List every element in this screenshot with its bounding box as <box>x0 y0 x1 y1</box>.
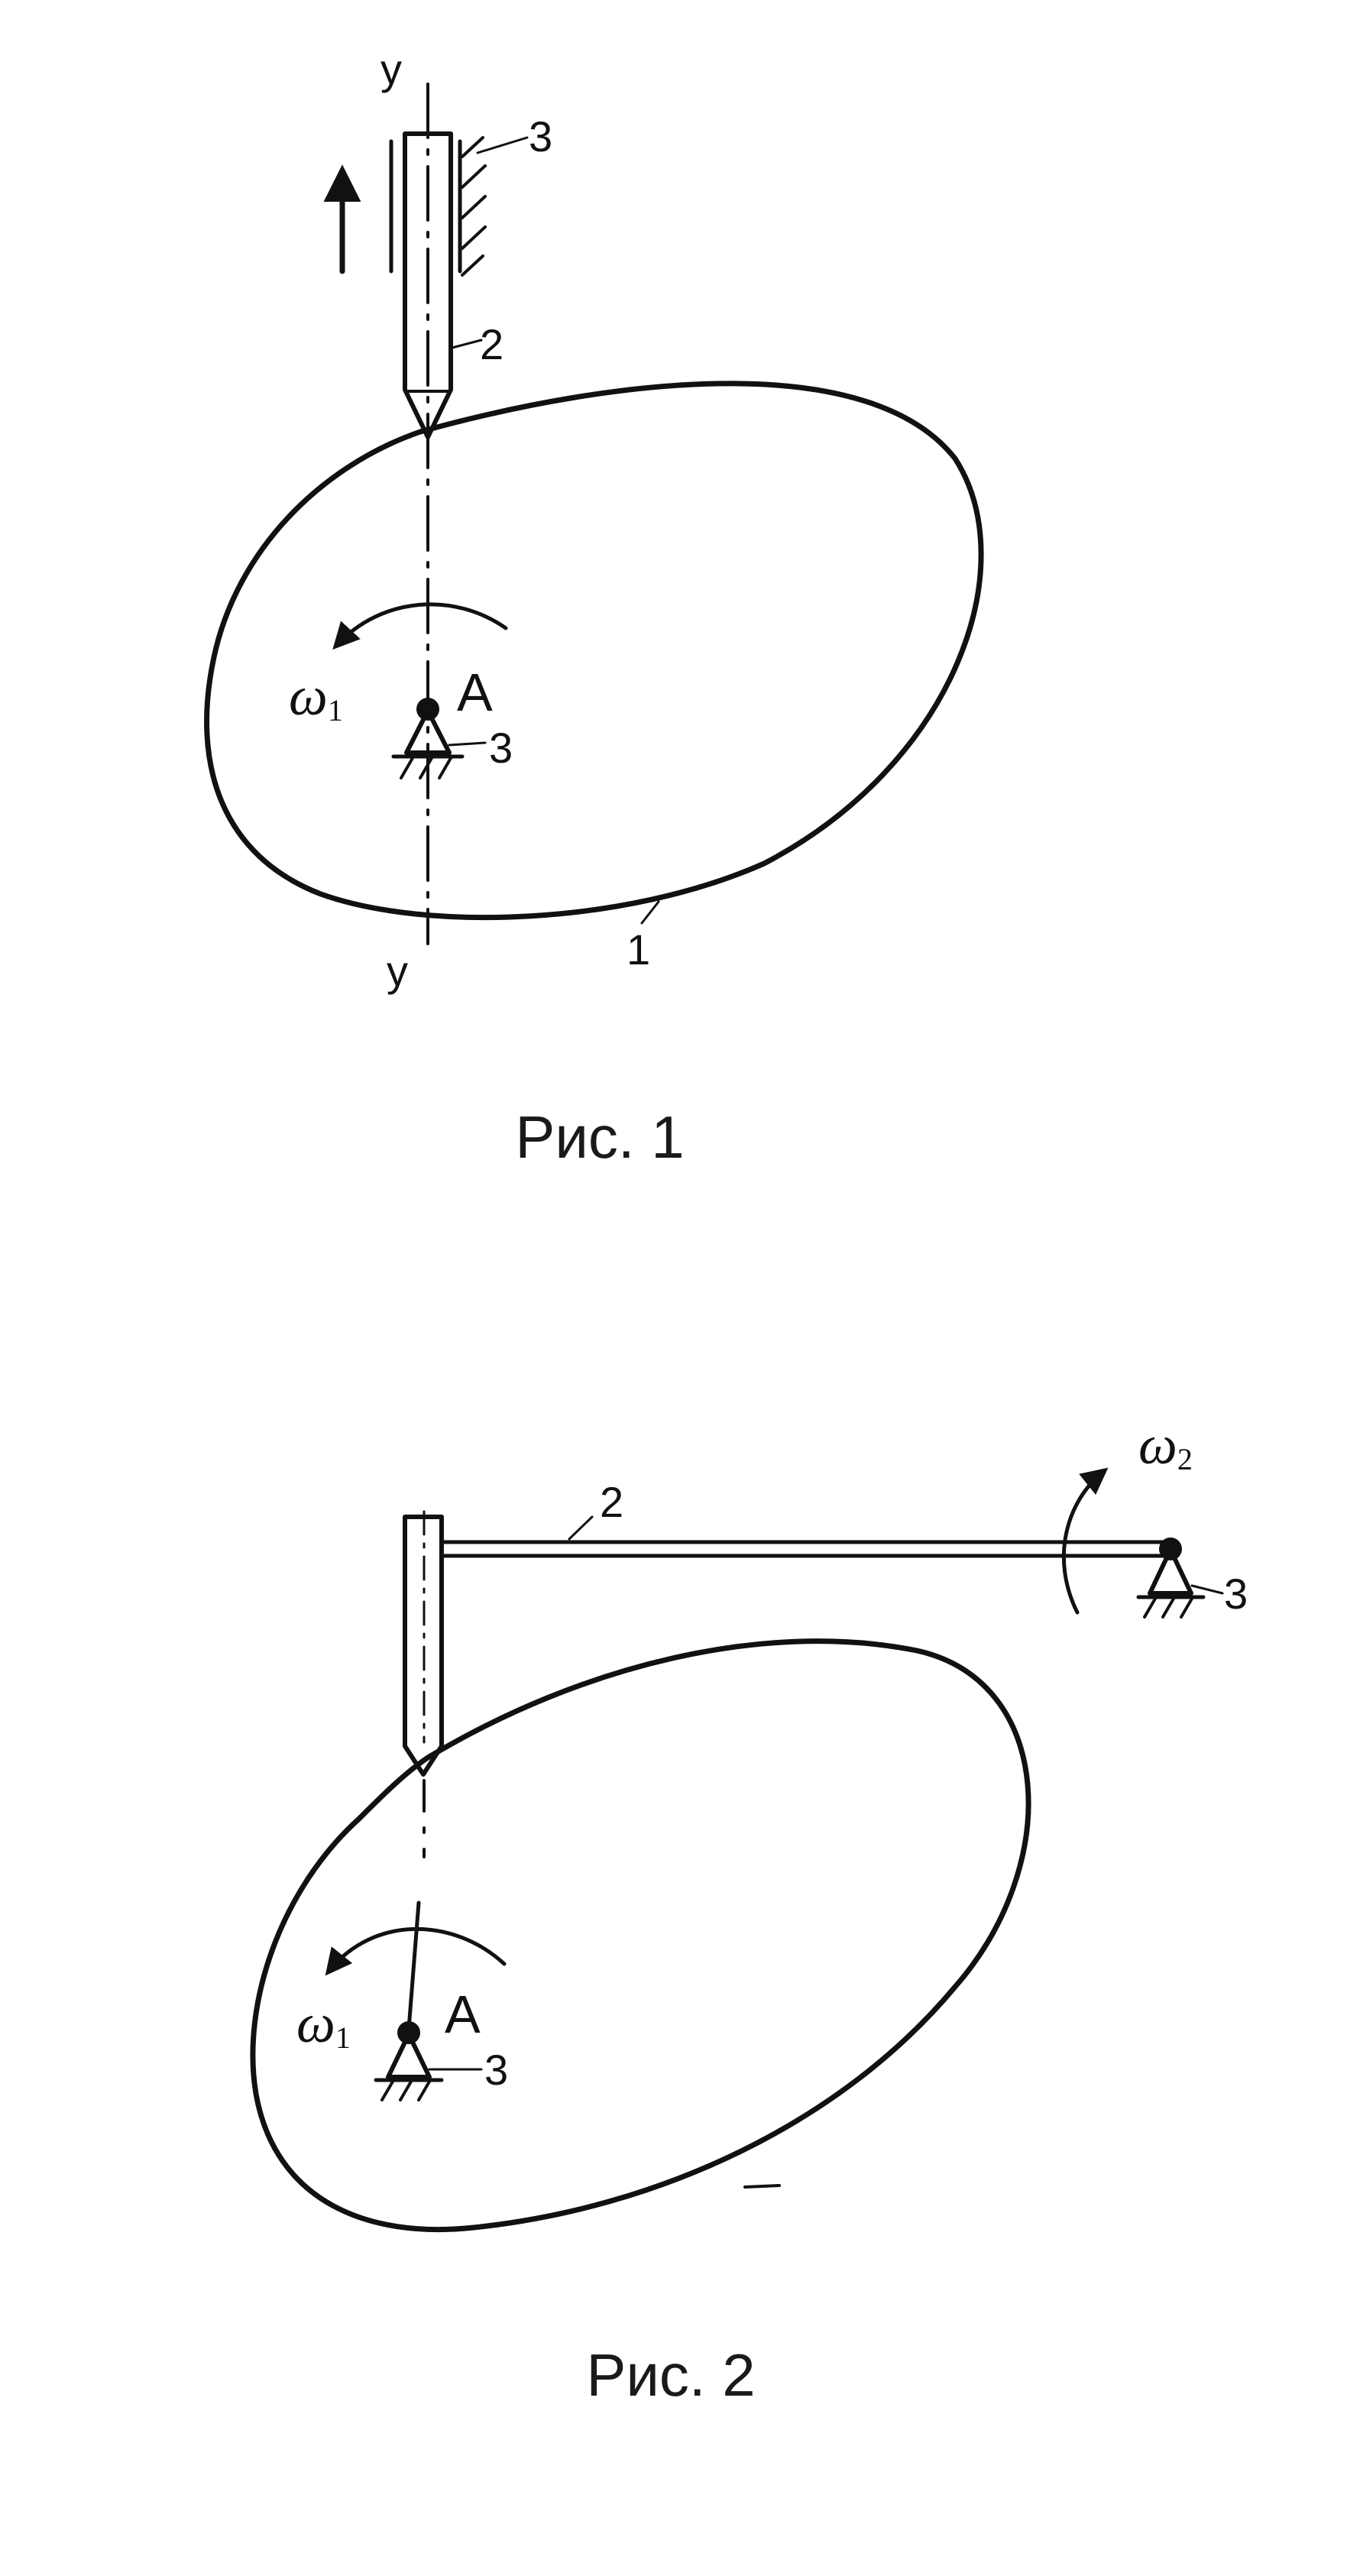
ground-support <box>404 708 452 755</box>
ground-hatching-2 <box>380 2080 431 2101</box>
label-cam: 1 <box>627 925 650 974</box>
follower-rod-2 <box>403 1515 444 1777</box>
label-pivot-a: A <box>457 663 493 722</box>
crank-2 <box>406 1900 421 2031</box>
ground-support-2 <box>386 2032 432 2079</box>
label-lever-ground: 3 <box>1224 1570 1248 1618</box>
label-axis-bottom: y <box>387 947 408 995</box>
label-ground-2: 3 <box>484 2046 508 2094</box>
omega2-arc-arrow <box>1061 1467 1109 1615</box>
guide-hatching <box>461 136 487 277</box>
cam-profile-2 <box>250 1638 1031 2232</box>
lever-ground-hatching <box>1143 1597 1193 1619</box>
cam-profile <box>204 381 984 921</box>
ground-leader <box>448 741 487 747</box>
lever-ground-support <box>1148 1547 1193 1596</box>
lever-leader <box>568 1515 594 1541</box>
omega1-arc-arrow <box>332 602 508 650</box>
lever-ground-leader <box>1190 1584 1224 1595</box>
caption-figure-1: Рис. 1 <box>515 1103 684 1171</box>
label-follower: 2 <box>480 320 504 368</box>
ground-hatching <box>400 757 452 779</box>
label-ground: 3 <box>489 724 513 772</box>
label-pivot-a-2: A <box>445 1985 481 2044</box>
label-lever: 2 <box>600 1478 623 1526</box>
cam-leader <box>640 900 660 925</box>
label-omega1-2: ω1 <box>296 1993 351 2055</box>
label-axis-top: y <box>380 45 402 93</box>
label-omega1: ω1 <box>289 666 343 727</box>
label-omega2: ω2 <box>1138 1414 1193 1476</box>
figure-2: 2 3 A 3 ω1 ω2 Рис. 2 <box>250 1414 1248 2409</box>
follower-leader <box>451 339 483 349</box>
guide-leader <box>476 136 529 154</box>
follower-rod <box>403 131 453 439</box>
omega1-arc-arrow-2 <box>325 1926 507 1976</box>
cam-mark-2 <box>743 2184 781 2189</box>
figure-1: y y 3 2 A 3 1 ω1 Рис. 1 <box>204 45 984 1171</box>
label-guide: 3 <box>529 112 552 160</box>
caption-figure-2: Рис. 2 <box>586 2341 755 2409</box>
